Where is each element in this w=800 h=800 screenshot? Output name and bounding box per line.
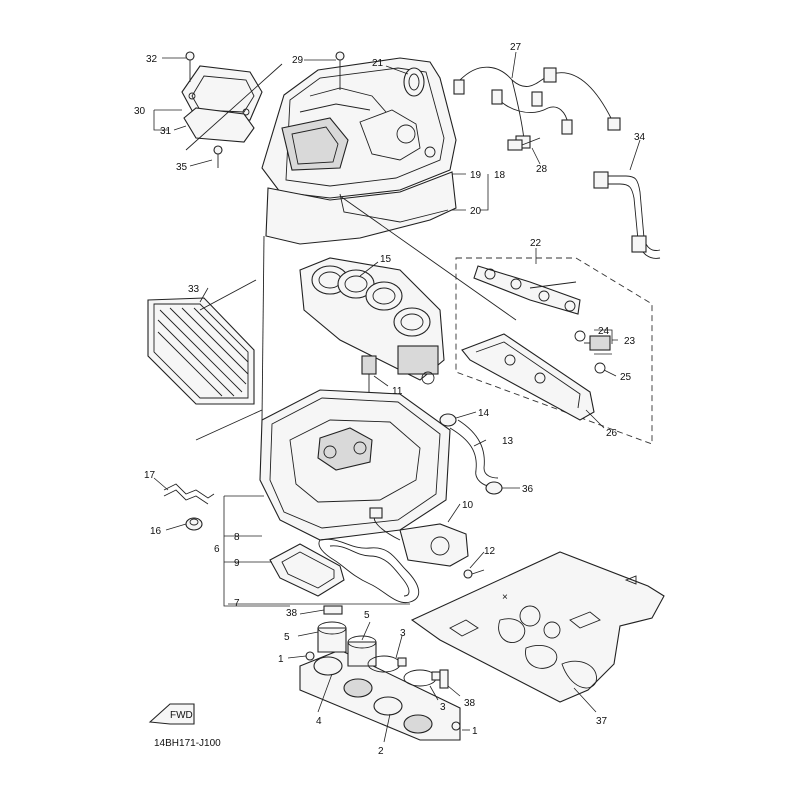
- callout-8: 8: [234, 532, 240, 543]
- air-filter-case-cover: [261, 57, 457, 199]
- callout-5-left: 5: [284, 632, 290, 643]
- svg-text:×: ×: [502, 592, 508, 603]
- callout-4: 4: [316, 716, 322, 727]
- callout-13: 13: [502, 436, 514, 447]
- callout-15: 15: [380, 254, 392, 265]
- callout-32: 32: [146, 54, 158, 65]
- callout-10: 10: [462, 500, 474, 511]
- pipe-34: [593, 171, 661, 259]
- callout-7: 7: [234, 598, 240, 609]
- drawing-code: 14BH171-J100: [154, 738, 221, 749]
- callout-38-top: 38: [286, 608, 298, 619]
- callout-14: 14: [478, 408, 490, 419]
- callout-19: 19: [470, 170, 482, 181]
- clamp-3: [367, 655, 441, 687]
- screw-1: [305, 651, 461, 731]
- clamp-36: [485, 481, 503, 495]
- screw-29: [335, 51, 345, 90]
- injector-23: [584, 335, 611, 351]
- intake-funnels: [299, 649, 461, 741]
- duct-cover-30: [181, 65, 263, 121]
- callout-1-left: 1: [278, 654, 284, 665]
- cover-skirt: [265, 171, 457, 245]
- o-ring-25: [594, 362, 606, 374]
- callout-18: 18: [494, 170, 506, 181]
- callout-3-lower: 3: [440, 702, 446, 713]
- injector-plate-26: [461, 333, 595, 421]
- callout-labels: 32 30 31 35 29 21 27 28 34 19 18 20 22 1…: [134, 42, 646, 757]
- guide-lines: [185, 63, 517, 441]
- fwd-arrow: FWD: [148, 703, 195, 725]
- callout-6: 6: [214, 544, 220, 555]
- callout-28: 28: [536, 164, 548, 175]
- callout-24: 24: [598, 326, 610, 337]
- callout-20: 20: [470, 206, 482, 217]
- air-filter-case-8: [259, 389, 451, 541]
- grommet-21: [403, 67, 425, 97]
- callout-33: 33: [188, 284, 200, 295]
- callout-30: 30: [134, 106, 146, 117]
- callout-38-right: 38: [464, 698, 476, 709]
- callout-26: 26: [606, 428, 618, 439]
- bolt-12: [463, 569, 485, 579]
- callout-12: 12: [484, 546, 496, 557]
- clamp-14: [439, 413, 457, 427]
- valve-10: [369, 507, 469, 567]
- funnel-5: [317, 621, 377, 667]
- callout-1-right: 1: [472, 726, 478, 737]
- callout-2: 2: [378, 746, 384, 757]
- base-plate-37: ×: [410, 551, 665, 703]
- callout-35: 35: [176, 162, 188, 173]
- gasket-9: [269, 543, 345, 597]
- bracket-17: [163, 483, 215, 505]
- callout-36: 36: [522, 484, 534, 495]
- hose-13: [449, 419, 499, 487]
- leader-lines: [153, 51, 641, 743]
- gasket-7: [318, 538, 420, 604]
- callout-3-upper: 3: [400, 628, 406, 639]
- callout-9: 9: [234, 558, 240, 569]
- duct-plate-31: [183, 107, 255, 143]
- sensor-28: [507, 137, 541, 151]
- callout-11: 11: [392, 386, 403, 397]
- callout-27: 27: [510, 42, 522, 53]
- callout-16: 16: [150, 526, 162, 537]
- callout-5-right: 5: [364, 610, 370, 621]
- callout-23: 23: [624, 336, 636, 347]
- callout-37: 37: [596, 716, 608, 727]
- grommet-16: [185, 517, 203, 531]
- callout-29: 29: [292, 55, 304, 66]
- wire-harness-27: [453, 66, 621, 149]
- callout-31: 31: [160, 126, 172, 137]
- air-filter-element-33: [147, 297, 255, 405]
- callout-25: 25: [620, 372, 632, 383]
- screw-35: [213, 145, 223, 168]
- throttle-body-15: [299, 257, 445, 385]
- svg-text:FWD: FWD: [170, 710, 193, 721]
- o-ring-24: [574, 330, 586, 342]
- screw-32: [185, 51, 195, 82]
- callout-17: 17: [144, 470, 156, 481]
- fuel-injection-group: [455, 257, 653, 445]
- callout-21: 21: [372, 58, 384, 69]
- callout-34: 34: [634, 132, 646, 143]
- callout-22: 22: [530, 238, 542, 249]
